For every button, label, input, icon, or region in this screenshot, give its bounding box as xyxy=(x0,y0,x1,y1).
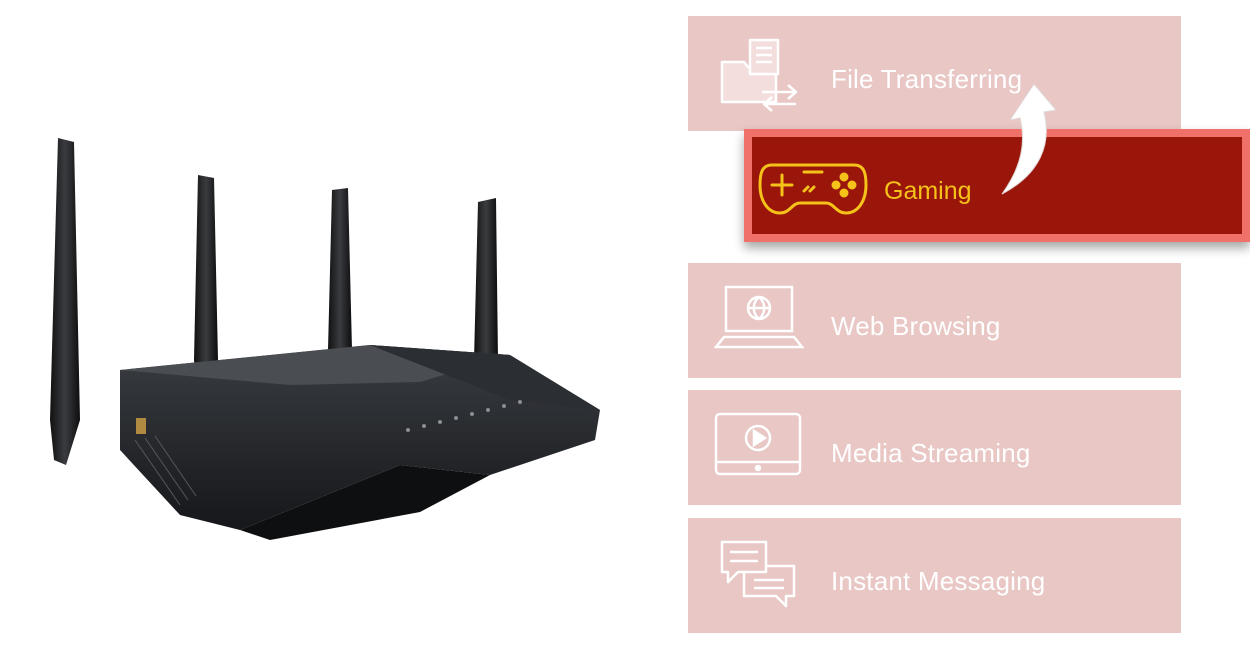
priority-item-gaming[interactable]: Gaming xyxy=(744,129,1250,242)
priority-item-label: Media Streaming xyxy=(831,438,1031,468)
file-transfer-icon xyxy=(714,34,804,114)
gamepad-icon xyxy=(758,159,868,219)
curved-up-arrow-icon xyxy=(996,70,1066,200)
tablet-play-icon xyxy=(714,408,804,488)
chat-bubbles-icon xyxy=(714,536,804,616)
priority-item-label: Web Browsing xyxy=(831,311,1001,341)
priority-item-label: File Transferring xyxy=(831,64,1023,94)
router-icon xyxy=(50,138,600,540)
priority-item-label: Gaming xyxy=(884,177,972,205)
priority-item-web-browsing[interactable]: Web Browsing xyxy=(688,263,1181,378)
priority-item-media-streaming[interactable]: Media Streaming xyxy=(688,390,1181,505)
laptop-globe-icon xyxy=(714,281,804,361)
priority-item-instant-messaging[interactable]: Instant Messaging xyxy=(688,518,1181,633)
router-image xyxy=(40,120,620,560)
priority-item-label: Instant Messaging xyxy=(831,566,1046,596)
priority-item-file-transferring[interactable]: File Transferring xyxy=(688,16,1181,131)
